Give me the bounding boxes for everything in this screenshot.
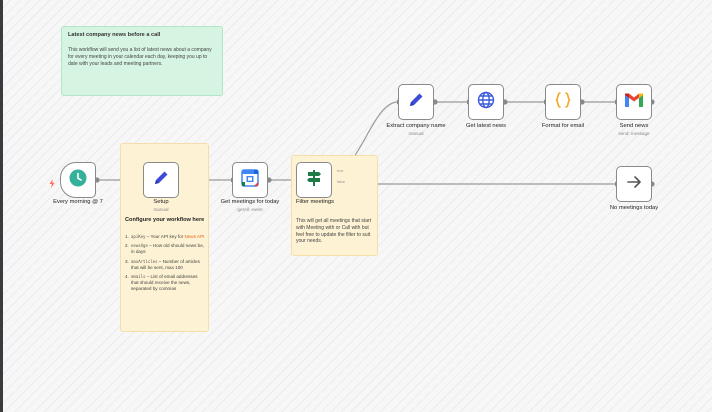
- node-sublabel: manual: [153, 207, 169, 212]
- sticky-intro-text: This workflow will send you a list of la…: [68, 47, 212, 67]
- config-note-title: Configure your workflow here: [125, 217, 205, 223]
- config-item-body: maxArticles – Number of articles that wi…: [131, 259, 205, 271]
- node-extract-company[interactable]: [398, 84, 434, 120]
- node-filter-meetings[interactable]: [296, 162, 332, 198]
- config-item-body: newsAge – How old should news be, in day…: [131, 243, 205, 255]
- signpost-icon: [305, 169, 323, 192]
- config-item-body: emails – List of email addresses that sh…: [131, 274, 205, 293]
- gmail-icon: [625, 93, 643, 112]
- node-format-email[interactable]: [545, 84, 581, 120]
- pencil-icon: [152, 169, 170, 192]
- braces-icon: [554, 91, 572, 114]
- config-item-code: newsAge: [131, 243, 148, 249]
- node-send-news[interactable]: [616, 84, 652, 120]
- config-item-code: apiKey: [131, 234, 146, 239]
- config-item: 4. emails – List of email addresses that…: [125, 274, 205, 293]
- node-label: Extract company name: [386, 123, 446, 129]
- config-item-number: 4.: [125, 274, 129, 280]
- node-label: Send news: [619, 123, 649, 129]
- node-get-meetings[interactable]: [232, 162, 268, 198]
- node-sublabel: manual: [408, 131, 424, 136]
- canvas-left-border: [0, 0, 3, 412]
- news-api-link[interactable]: News API: [184, 234, 205, 239]
- node-label: Format for email: [541, 123, 585, 129]
- config-item-text: – Your API key for: [145, 234, 185, 239]
- config-item-text: – How old should news be, in days: [131, 243, 205, 255]
- node-every-morning[interactable]: [60, 162, 96, 198]
- config-item-text: – Number of articles that will be sent, …: [131, 258, 200, 270]
- sticky-intro-title: Latest company news before a call: [68, 32, 161, 38]
- node-label: Get meetings for today: [220, 199, 280, 205]
- node-no-meetings[interactable]: [616, 166, 652, 202]
- config-item-number: 1.: [125, 234, 129, 239]
- config-note-list: 1. apiKey – Your API key for News API 2.…: [125, 234, 205, 296]
- config-item: 3. maxArticles – Number of articles that…: [125, 259, 205, 271]
- config-item-text: – List of email addresses that should re…: [131, 274, 198, 292]
- node-label: Setup: [153, 199, 169, 205]
- node-label: Every morning @ 7: [53, 199, 103, 205]
- config-item-body: apiKey – Your API key for News API: [131, 234, 204, 240]
- google-calendar-icon: [241, 168, 259, 192]
- config-item-number: 2.: [125, 243, 129, 249]
- trigger-bolt-icon: [49, 175, 55, 193]
- node-label: Get latest news: [466, 123, 506, 129]
- node-get-news[interactable]: [468, 84, 504, 120]
- clock-icon: [69, 169, 87, 192]
- config-item-code: maxArticles: [131, 258, 158, 264]
- config-item-code: emails: [131, 274, 146, 280]
- filter-note-text: This will get all meetings that start wi…: [296, 218, 372, 245]
- branch-true-label: true: [337, 169, 344, 173]
- node-setup[interactable]: [143, 162, 179, 198]
- node-label: Filter meetings: [295, 199, 334, 205]
- arrow-right-icon: [626, 174, 642, 195]
- node-sublabel: send: message: [618, 131, 650, 136]
- sticky-note-intro[interactable]: Latest company news before a call This w…: [61, 26, 223, 96]
- node-label: No meetings today: [609, 205, 659, 211]
- config-item: 1. apiKey – Your API key for News API: [125, 234, 205, 240]
- branch-false-label: false: [337, 180, 346, 184]
- globe-icon: [477, 91, 495, 114]
- config-item: 2. newsAge – How old should news be, in …: [125, 243, 205, 255]
- pencil-icon: [407, 91, 425, 114]
- sticky-note-config[interactable]: [120, 143, 209, 332]
- config-item-number: 3.: [125, 258, 129, 264]
- node-sublabel: getAll: event: [237, 207, 263, 212]
